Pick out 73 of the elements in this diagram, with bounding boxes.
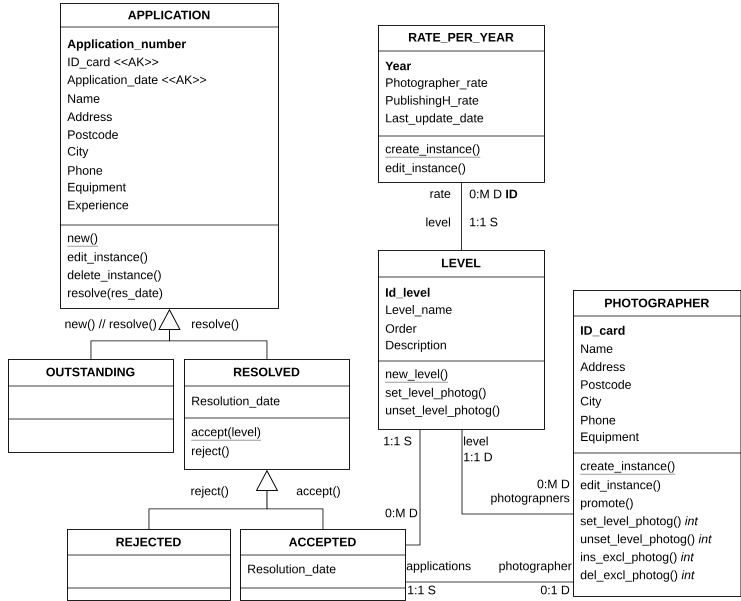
operation-text: create_instance()	[385, 144, 480, 158]
edge-label: reject()	[191, 486, 228, 498]
attribute-text: Address	[580, 362, 625, 372]
edge-label: new() // resolve()	[65, 319, 156, 331]
multiplicity-label: photographer	[499, 561, 572, 573]
attribute-text: ID_card	[581, 326, 624, 336]
multiplicity-label: 1:1 D	[464, 452, 492, 462]
multiplicity-label: rate	[430, 190, 450, 198]
operation-text: edit_instance()	[386, 163, 466, 175]
attribute-text: Resolution_date	[192, 396, 280, 408]
operation-text: accept(level)	[191, 427, 262, 440]
attribute-text: Last_update_date	[386, 113, 484, 125]
class-name: APPLICATION	[128, 10, 210, 20]
class-name: ACCEPTED	[289, 538, 356, 546]
attribute-text: City	[580, 396, 602, 408]
attribute-text: Description	[386, 340, 446, 352]
association-line	[406, 430, 420, 546]
edge-label: accept()	[296, 486, 340, 498]
attribute-text: Phone	[68, 166, 102, 175]
attribute-text: Experience	[68, 200, 128, 212]
attribute-text: Year	[385, 62, 411, 70]
attribute-text: Level_name	[386, 305, 452, 316]
attribute-text: Resolution_date	[248, 564, 336, 576]
attribute-text: Equipment	[68, 182, 126, 194]
multiplicity-label: 0:M D ID	[470, 190, 518, 198]
multiplicity-label: 1:1 S	[408, 586, 436, 594]
class-name: REJECTED	[116, 538, 181, 546]
attribute-text: Order	[386, 324, 416, 333]
multiplicity-label: 0:1 D	[540, 586, 570, 594]
operation-text: edit_instance()	[68, 252, 148, 264]
attribute-text: Equipment	[581, 432, 639, 444]
attribute-text: Application_number	[68, 39, 186, 51]
attribute-text: Postcode	[68, 130, 118, 140]
attribute-text: City	[68, 146, 88, 158]
association-line	[462, 430, 574, 514]
class-name: RESOLVED	[234, 368, 300, 376]
operation-text: new()	[67, 233, 98, 246]
association-line	[461, 182, 462, 250]
attribute-text: PublishingH_rate	[386, 96, 478, 108]
attribute-text: Postcode	[581, 380, 631, 389]
attribute-text: ID_card <<AK>>	[68, 57, 158, 69]
operation-text: set_level_photog()	[386, 388, 486, 400]
operation-text: promote()	[581, 498, 633, 510]
operation-text: delete_instance()	[68, 270, 161, 282]
attribute-text: Phone	[581, 415, 616, 425]
class-name: LEVEL	[442, 258, 480, 268]
operation-text: reject()	[192, 446, 229, 458]
class-name: PHOTOGRAPHER	[605, 298, 710, 308]
attribute-text: Address	[67, 112, 112, 122]
operation-text: edit_instance()	[580, 480, 660, 492]
multiplicity-label: level	[464, 436, 488, 446]
operation-text: del_excl_photog() int	[580, 570, 695, 582]
multiplicity-label: photograpners	[491, 493, 570, 505]
attribute-text: Id_level	[386, 288, 430, 298]
multiplicity-label: applications	[406, 561, 471, 573]
edge-label: resolve()	[192, 319, 238, 331]
attribute-text: Photographer_rate	[386, 78, 488, 90]
class-name: OUTSTANDING	[46, 368, 134, 376]
operation-text: resolve(res_date)	[68, 288, 162, 300]
class-name: RATE_PER_YEAR	[408, 33, 514, 43]
multiplicity-label: 1:1 S	[470, 218, 498, 226]
attribute-text: Name	[68, 94, 100, 103]
operation-text: new_level()	[385, 369, 448, 382]
operation-text: set_level_photog() int	[580, 516, 698, 528]
multiplicity-label: level	[426, 217, 450, 227]
operation-text: ins_excl_photog() int	[581, 552, 694, 564]
attribute-text: Application_date <<AK>>	[67, 75, 206, 87]
attribute-text: Name	[581, 344, 612, 354]
operation-text: unset_level_photog() int	[581, 534, 712, 546]
operation-text: create_instance()	[580, 461, 676, 474]
operation-text: unset_level_photog()	[386, 405, 500, 417]
multiplicity-label: 1:1 S	[384, 436, 412, 446]
multiplicity-label: 0:M D	[386, 508, 418, 518]
